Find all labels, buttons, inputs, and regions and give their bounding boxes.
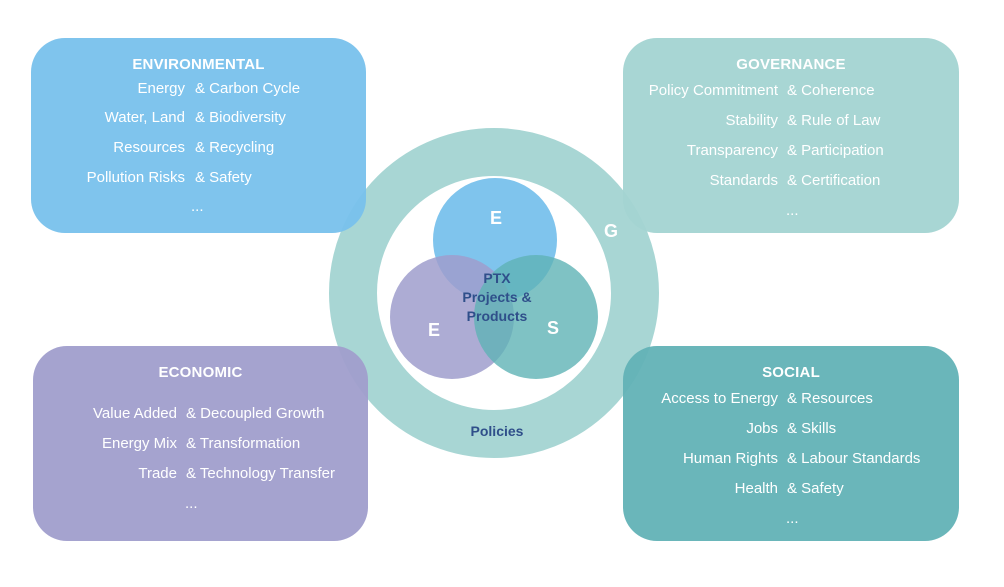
row-right: & Certification xyxy=(787,172,881,189)
social-title: SOCIAL xyxy=(762,364,820,381)
economic-row: Trade & Technology Transfer xyxy=(33,465,368,487)
row-left: Pollution Risks xyxy=(86,169,185,186)
row-left: Water, Land xyxy=(104,109,185,126)
policy-ring xyxy=(329,128,659,458)
ring-label: G xyxy=(604,221,618,241)
row-right: & Resources xyxy=(787,390,873,407)
ring-bottom-label: Policies xyxy=(471,423,524,439)
environmental-title: ENVIRONMENTAL xyxy=(132,56,265,73)
row-right: & Rule of Law xyxy=(787,112,881,129)
governance-row: Standards & Certification xyxy=(623,172,959,194)
economic-row: Energy Mix & Transformation xyxy=(33,435,368,457)
row-left: Energy xyxy=(137,80,185,97)
row-left: Trade xyxy=(138,465,177,482)
row-right: & Biodiversity xyxy=(195,109,286,126)
row-left: Access to Energy xyxy=(661,390,778,407)
row-right: & Coherence xyxy=(787,82,875,99)
governance-title: GOVERNANCE xyxy=(736,56,846,73)
row-left: Jobs xyxy=(746,420,778,437)
environmental-ellipsis: ... xyxy=(191,198,204,215)
row-right: & Skills xyxy=(787,420,837,437)
economic-title: ECONOMIC xyxy=(158,364,243,381)
row-left: Energy Mix xyxy=(101,435,177,452)
row-left: Transparency xyxy=(686,142,778,159)
row-right: & Carbon Cycle xyxy=(195,80,301,97)
row-left: Policy Commitment xyxy=(648,82,778,99)
row-left: Value Added xyxy=(93,405,177,422)
governance-row: Transparency & Participation xyxy=(623,142,959,164)
governance-ellipsis: ... xyxy=(786,202,799,219)
social-box: SOCIAL Access to Energy & Resources Jobs… xyxy=(623,346,959,541)
governance-row: Policy Commitment & Coherence xyxy=(623,82,959,104)
social-ellipsis: ... xyxy=(786,510,799,527)
row-right: & Safety xyxy=(195,169,252,186)
row-left: Stability xyxy=(725,112,778,129)
governance-box: GOVERNANCE Policy Commitment & Coherence… xyxy=(623,38,959,233)
core-line-3: Products xyxy=(467,308,528,324)
row-right: & Technology Transfer xyxy=(186,465,335,482)
row-right: & Labour Standards xyxy=(787,450,921,467)
social-row: Human Rights & Labour Standards xyxy=(623,450,959,472)
governance-row: Stability & Rule of Law xyxy=(623,112,959,134)
social-row: Access to Energy & Resources xyxy=(623,390,959,412)
row-left: Health xyxy=(734,480,778,497)
row-left: Resources xyxy=(113,139,185,156)
row-left: Human Rights xyxy=(682,450,778,467)
circle-top-label: E xyxy=(490,208,502,228)
circle-right-label: S xyxy=(547,318,559,338)
environmental-row: Resources & Recycling xyxy=(31,139,366,161)
economic-row: Value Added & Decoupled Growth xyxy=(33,405,368,427)
social-row: Jobs & Skills xyxy=(623,420,959,442)
row-right: & Participation xyxy=(787,142,884,159)
economic-ellipsis: ... xyxy=(185,495,198,512)
row-right: & Transformation xyxy=(186,435,301,452)
economic-box: ECONOMIC Value Added & Decoupled Growth … xyxy=(33,346,368,541)
circle-left-label: E xyxy=(428,320,440,340)
row-right: & Safety xyxy=(787,480,844,497)
core-line-1: PTX xyxy=(483,270,511,286)
row-left: Standards xyxy=(709,172,778,189)
row-right: & Recycling xyxy=(195,139,275,156)
row-right: & Decoupled Growth xyxy=(186,405,325,422)
core-line-2: Projects & xyxy=(462,289,531,305)
environmental-row: Energy & Carbon Cycle xyxy=(31,80,366,102)
environmental-box: ENVIRONMENTAL Energy & Carbon Cycle Wate… xyxy=(31,38,366,233)
social-circle xyxy=(474,255,598,379)
social-row: Health & Safety xyxy=(623,480,959,502)
environmental-row: Water, Land & Biodiversity xyxy=(31,109,366,131)
environmental-row: Pollution Risks & Safety xyxy=(31,169,366,191)
